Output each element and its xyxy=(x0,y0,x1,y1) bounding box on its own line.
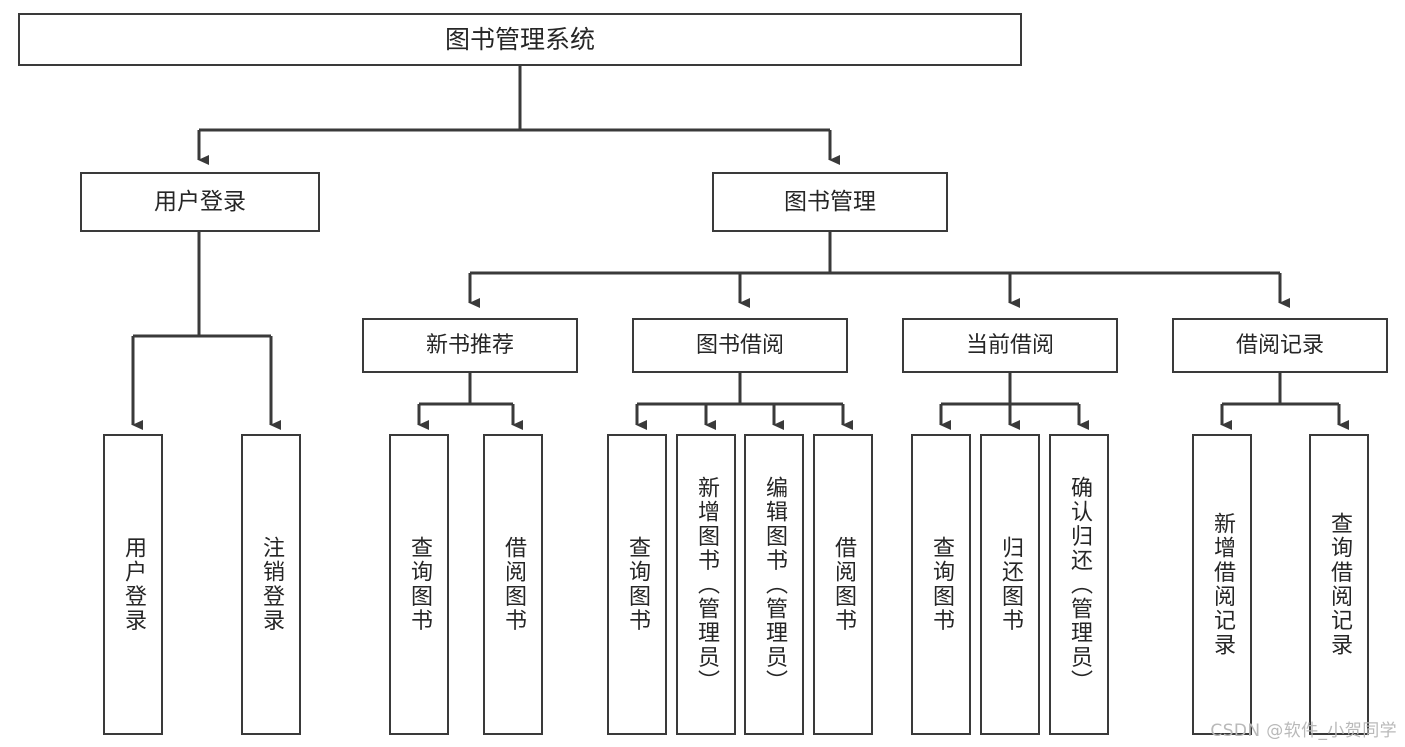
node-label: 新增借阅记录 xyxy=(1210,511,1235,658)
node-leaf-borrow-book-newbook[interactable]: 借阅图书 xyxy=(483,434,543,735)
node-label: 图书管理 xyxy=(784,188,876,215)
node-label: 借阅图书 xyxy=(831,536,856,633)
node-label: 图书借阅 xyxy=(695,332,784,358)
node-label: 查询借阅记录 xyxy=(1327,511,1352,658)
node-label: 查询图书 xyxy=(407,536,432,633)
node-label: 查询图书 xyxy=(625,536,650,633)
node-label: 归还图书 xyxy=(998,536,1023,633)
node-current-borrow[interactable]: 当前借阅 xyxy=(902,318,1118,373)
node-label: 注销登录 xyxy=(259,536,284,633)
node-root-system[interactable]: 图书管理系统 xyxy=(18,13,1022,66)
node-label: 查询图书 xyxy=(929,536,954,633)
node-label: 确认归还（管理员） xyxy=(1067,475,1092,694)
node-label: 图书管理系统 xyxy=(444,24,595,54)
node-leaf-add-book-admin[interactable]: 新增图书（管理员） xyxy=(676,434,736,735)
node-leaf-user-login[interactable]: 用户登录 xyxy=(103,434,163,735)
node-leaf-return-book[interactable]: 归还图书 xyxy=(980,434,1040,735)
node-user-login[interactable]: 用户登录 xyxy=(80,172,320,232)
node-leaf-add-borrow-record[interactable]: 新增借阅记录 xyxy=(1192,434,1252,735)
node-label: 新增图书（管理员） xyxy=(694,475,719,694)
node-leaf-borrow-book[interactable]: 借阅图书 xyxy=(813,434,873,735)
node-label: 当前借阅 xyxy=(965,332,1054,358)
node-label: 新书推荐 xyxy=(425,332,514,358)
node-label: 编辑图书（管理员） xyxy=(762,475,787,694)
node-label: 用户登录 xyxy=(154,188,246,215)
node-leaf-query-book-current[interactable]: 查询图书 xyxy=(911,434,971,735)
node-leaf-query-borrow-record[interactable]: 查询借阅记录 xyxy=(1309,434,1369,735)
node-book-management[interactable]: 图书管理 xyxy=(712,172,948,232)
node-book-borrow[interactable]: 图书借阅 xyxy=(632,318,848,373)
node-label: 借阅图书 xyxy=(501,536,526,633)
node-borrow-record[interactable]: 借阅记录 xyxy=(1172,318,1388,373)
node-leaf-confirm-return-admin[interactable]: 确认归还（管理员） xyxy=(1049,434,1109,735)
node-label: 用户登录 xyxy=(121,536,146,633)
node-new-book-recommend[interactable]: 新书推荐 xyxy=(362,318,578,373)
node-leaf-query-book-newbook[interactable]: 查询图书 xyxy=(389,434,449,735)
node-leaf-edit-book-admin[interactable]: 编辑图书（管理员） xyxy=(744,434,804,735)
node-leaf-query-book-borrow[interactable]: 查询图书 xyxy=(607,434,667,735)
node-leaf-logout[interactable]: 注销登录 xyxy=(241,434,301,735)
node-label: 借阅记录 xyxy=(1235,332,1324,358)
